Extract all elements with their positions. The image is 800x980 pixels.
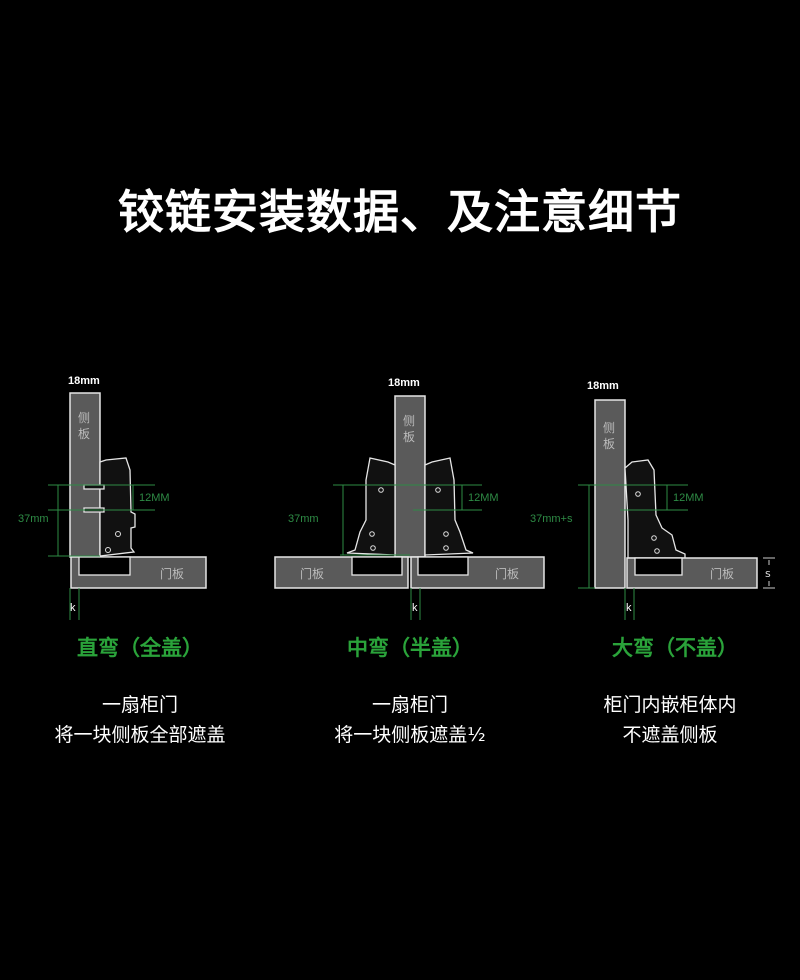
hinge xyxy=(624,459,686,559)
description-line: 将一块侧板全部遮盖 xyxy=(54,724,226,746)
description-line: 柜门内嵌柜体内 xyxy=(603,694,737,716)
door-panel-label: 门板 xyxy=(300,566,324,581)
hinge-cup-recess xyxy=(351,556,403,576)
side-panel xyxy=(394,395,426,558)
diagram-half-overlay: 18mm 侧 板 门板 门板 12MM 37mm k xyxy=(274,377,545,620)
diagram-full-overlay: 18mm 侧 板 门板 12MM 37mm k xyxy=(18,375,207,620)
spacing-label: 12MM xyxy=(468,492,499,504)
side-panel-label: 板 xyxy=(78,427,90,441)
hinge-cup-recess xyxy=(634,557,683,576)
description-line: 一扇柜门 xyxy=(101,694,178,716)
description-half-overlay: 一扇柜门 将一块侧板遮盖½ xyxy=(275,690,545,750)
k-label: k xyxy=(626,602,632,614)
hinge-cup-recess xyxy=(417,556,469,576)
hinge xyxy=(99,457,136,557)
side-panel-label: 侧 xyxy=(603,421,615,435)
description-line: 一扇柜门 xyxy=(371,694,448,716)
thickness-label: 18mm xyxy=(68,375,100,387)
k-label: k xyxy=(70,602,76,614)
distance-label: 37mm xyxy=(288,513,319,525)
door-panel-label: 门板 xyxy=(160,566,184,581)
description-line: 将一块侧板遮盖½ xyxy=(334,724,486,746)
s-label: s xyxy=(765,567,771,580)
side-panel-label: 侧 xyxy=(403,414,415,428)
k-label: k xyxy=(412,602,418,614)
spacing-label: 12MM xyxy=(139,492,170,504)
description-full-overlay: 一扇柜门 将一块侧板全部遮盖 xyxy=(5,690,275,750)
hinge-left xyxy=(346,457,396,556)
spacing-label: 12MM xyxy=(673,492,704,504)
type-label-full-overlay: 直弯（全盖） xyxy=(77,636,203,660)
side-panel-label: 侧 xyxy=(78,411,90,425)
diagram-inset: 18mm 侧 板 门板 12MM 37mm+s k s xyxy=(530,380,775,620)
type-label-half-overlay: 中弯（半盖） xyxy=(347,636,473,660)
side-panel-label: 板 xyxy=(403,430,415,444)
description-inset: 柜门内嵌柜体内 不遮盖侧板 xyxy=(535,690,800,750)
side-panel-label: 板 xyxy=(603,437,615,451)
door-panel-label: 门板 xyxy=(495,566,519,581)
side-panel xyxy=(594,399,626,589)
description-line: 不遮盖侧板 xyxy=(622,724,718,746)
distance-label: 37mm xyxy=(18,513,49,525)
distance-label: 37mm+s xyxy=(530,513,573,525)
hinge-right xyxy=(424,457,474,556)
hinge-cup-recess xyxy=(78,556,131,576)
type-label-inset: 大弯（不盖） xyxy=(612,636,738,660)
door-panel-label: 门板 xyxy=(710,566,734,581)
screw xyxy=(83,484,105,513)
side-panel xyxy=(69,392,101,558)
page-title: 铰链安装数据、及注意细节 xyxy=(118,185,682,239)
thickness-label: 18mm xyxy=(388,377,420,389)
thickness-label: 18mm xyxy=(587,380,619,392)
